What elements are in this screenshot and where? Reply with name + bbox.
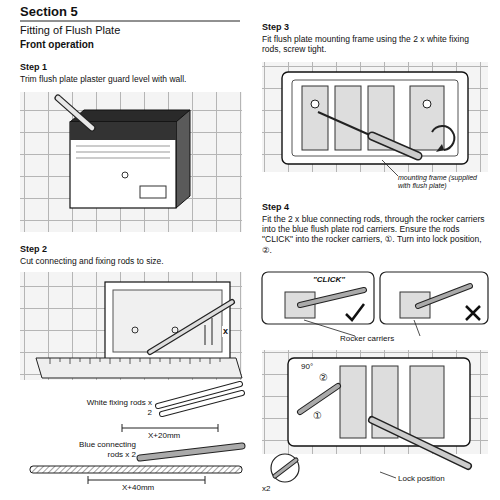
callout-number: ① bbox=[312, 410, 323, 422]
step-heading: Step 1 bbox=[20, 62, 240, 73]
section-heading: Fitting of Flush Plate bbox=[20, 24, 240, 37]
step-instruction: Fit the 2 x blue connecting rods, throug… bbox=[262, 214, 490, 255]
section-title: Section 5 bbox=[20, 4, 220, 20]
part-label: Rocker carriers bbox=[340, 334, 430, 344]
step2-illustration bbox=[20, 272, 242, 380]
callout-text: "CLICK" bbox=[312, 275, 346, 285]
dimension-label: X+40mm bbox=[122, 483, 182, 493]
quantity-label: x2 bbox=[262, 484, 282, 494]
dimension-label: x bbox=[222, 326, 229, 337]
step-instruction: Cut connecting and fixing rods to size. bbox=[20, 256, 242, 266]
callout-number: ② bbox=[318, 372, 329, 384]
part-label: Blue connecting rods x 2 bbox=[62, 440, 136, 459]
title-rule bbox=[20, 21, 240, 22]
step1-illustration bbox=[20, 92, 242, 232]
step-instruction: Trim flush plate plaster guard level wit… bbox=[20, 74, 242, 84]
step-heading: Step 2 bbox=[20, 244, 240, 255]
part-label: Lock position bbox=[398, 474, 478, 484]
part-label: mounting frame (supplied with flush plat… bbox=[398, 174, 490, 191]
step-heading: Step 3 bbox=[262, 22, 482, 33]
angle-label: 90° bbox=[300, 362, 314, 372]
section-subheading: Front operation bbox=[20, 39, 240, 51]
step-instruction: Fit flush plate mounting frame using the… bbox=[262, 34, 488, 54]
step3-illustration bbox=[262, 62, 488, 176]
rods-illustration bbox=[30, 384, 242, 484]
step4-lock-illustration bbox=[262, 350, 488, 482]
dimension-label: X+20mm bbox=[148, 431, 208, 441]
part-label: White fixing rods x 2 bbox=[80, 398, 152, 417]
step4-click-illustration bbox=[262, 272, 488, 336]
step-heading: Step 4 bbox=[262, 202, 482, 213]
